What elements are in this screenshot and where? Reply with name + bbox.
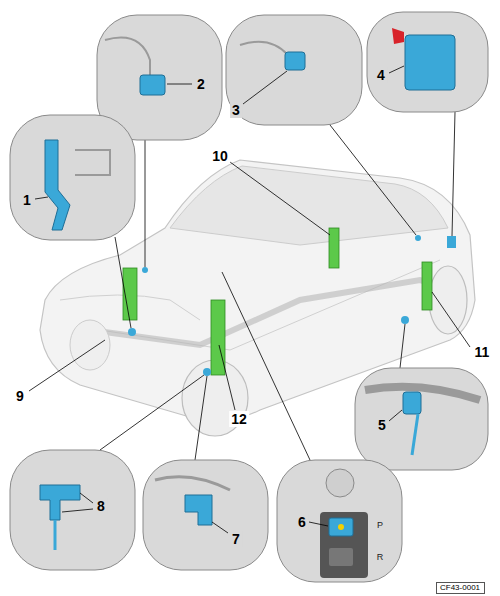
wire [155, 477, 230, 490]
inset-frame [367, 12, 488, 112]
wire [105, 38, 150, 79]
connector [392, 28, 404, 44]
leader-line [400, 324, 405, 368]
leader-line [330, 125, 416, 235]
inset-frame [355, 368, 488, 470]
callout-number: P [375, 520, 385, 531]
inset-6 [277, 460, 402, 582]
leader-line [309, 522, 328, 526]
figure-code-box: CF43-0001 [436, 582, 485, 594]
switch-button [329, 548, 353, 566]
callout-number: 10 [210, 148, 230, 164]
sensor-marker [415, 235, 421, 241]
car-glass [170, 166, 448, 245]
sensor [185, 495, 212, 525]
switch-panel [320, 512, 368, 578]
inset-1 [10, 115, 135, 240]
strut [329, 228, 339, 268]
inset-frame [277, 460, 402, 582]
callout-number: 7 [230, 531, 242, 547]
sensor-bracket [45, 140, 70, 230]
rear-wheel [429, 266, 467, 334]
callout-number: R [375, 552, 386, 563]
sensor [403, 392, 421, 414]
sensor [140, 75, 165, 95]
control-knob [326, 469, 354, 497]
inset-frame [10, 450, 135, 570]
callout-number: 2 [195, 76, 207, 92]
inset-3 [226, 15, 362, 125]
callout-number: 8 [95, 498, 107, 514]
callout-number: 9 [14, 388, 26, 404]
callout-number: 5 [376, 417, 388, 433]
sensor-marker [128, 328, 136, 336]
sensor-rod [412, 414, 418, 455]
module-marker [447, 236, 456, 248]
sensor [40, 485, 80, 520]
leader-line [219, 345, 235, 410]
control-module [405, 35, 455, 90]
front-wheel-far [70, 320, 110, 370]
leader-line [389, 410, 402, 421]
leader-line [80, 493, 93, 503]
leader-line [100, 375, 204, 450]
strut [211, 300, 225, 375]
callout-number: 11 [473, 344, 492, 360]
leader-line [115, 237, 131, 328]
callout-number: 1 [21, 192, 33, 208]
leader-line [35, 197, 48, 199]
switch-led [338, 524, 344, 530]
inset-4 [367, 12, 488, 112]
leader-line [222, 272, 310, 460]
inset-8 [10, 450, 135, 570]
switch-button [329, 518, 353, 536]
figure-code: CF43-0001 [440, 584, 481, 592]
leader-line [195, 376, 207, 460]
leader-line [29, 340, 105, 391]
inset-frame [143, 460, 268, 570]
axle-frame [90, 280, 455, 345]
leader-line [167, 84, 192, 85]
leader-line [432, 292, 470, 347]
inset-frame [226, 15, 362, 125]
sensor [285, 52, 305, 70]
callout-number: 4 [375, 67, 387, 83]
axle [365, 387, 480, 400]
leader-line [243, 71, 287, 104]
callout-number: 3 [230, 102, 242, 118]
leader-line [452, 112, 455, 236]
leader-line [212, 522, 228, 533]
leader-line [230, 162, 330, 235]
leader-line [62, 509, 93, 512]
callout-number: 6 [296, 514, 308, 530]
callout-number: 12 [229, 411, 249, 427]
sensor-marker [142, 267, 148, 273]
leader-line [389, 66, 404, 73]
strut [422, 262, 432, 310]
wire [240, 42, 288, 55]
sensor-marker [401, 316, 409, 324]
leader-line [145, 140, 146, 267]
inset-5 [355, 368, 488, 470]
sensor-rod [54, 520, 57, 550]
inset-7 [143, 460, 268, 570]
suspension [75, 150, 110, 175]
inset-frame [10, 115, 135, 240]
sensor-marker [203, 368, 211, 376]
